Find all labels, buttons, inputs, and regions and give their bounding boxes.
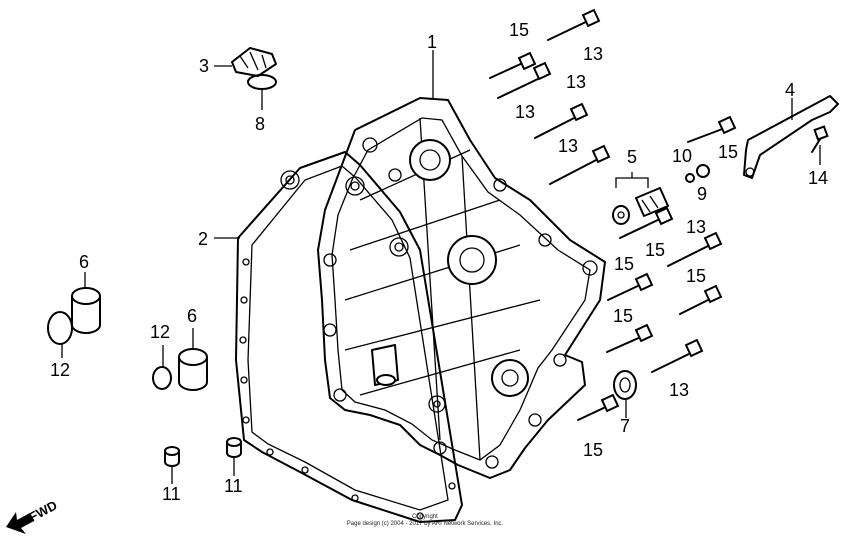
oil-switch [612,187,669,225]
callout-15d: 15 [614,254,634,274]
callout-13d: 13 [558,136,578,156]
callout-12a: 12 [50,360,70,380]
lifter-arm [743,95,839,179]
callout-15f: 15 [613,306,633,326]
crankcase-cover [317,97,606,479]
callout-15c: 15 [645,240,665,260]
callout-15b: 15 [718,142,738,162]
callout-1: 1 [427,32,437,52]
o-ring-right [152,366,172,390]
callouts: 1 2 3 4 5 6 6 7 8 9 10 11 11 12 12 13 13… [50,20,828,504]
collar-left [164,446,180,467]
callout-11b: 11 [224,476,243,496]
callout-6b: 6 [187,306,197,326]
callout-7: 7 [620,416,630,436]
filler-cap [231,47,277,77]
callout-10: 10 [672,146,692,166]
callout-11a: 11 [162,484,181,504]
callout-13c: 13 [515,102,535,122]
copyright-line-2: Page design (c) 2004 - 2017 by ARI Netwo… [346,521,504,527]
dowel-pin-left [71,287,101,334]
callout-4: 4 [785,80,795,100]
callout-8: 8 [255,114,265,134]
callout-5: 5 [627,147,637,167]
callout-9: 9 [697,184,707,204]
callout-14: 14 [808,168,828,188]
collar-right [226,437,242,458]
callout-2: 2 [198,229,208,249]
oil-seal [613,370,637,400]
callout-15g: 15 [583,440,603,460]
lifter-bolt [811,125,829,153]
callout-12b: 12 [150,322,170,342]
o-ring-8 [247,74,277,90]
callout-13b: 13 [566,72,586,92]
callout-13a: 13 [583,44,603,64]
callout-3: 3 [199,56,209,76]
washer-10 [685,173,695,183]
leader-lines [61,50,821,484]
callout-6a: 6 [79,252,89,272]
copyright: Copyright Page design (c) 2004 - 2017 by… [0,514,850,528]
o-ring-left [47,311,73,345]
callout-13e: 13 [686,217,706,237]
washer-9 [696,164,710,178]
callout-15e: 15 [686,266,706,286]
callout-15a: 15 [509,20,529,40]
callout-13f: 13 [669,380,689,400]
gasket [235,151,463,523]
copyright-line-1: Copyright [412,514,438,520]
dowel-pin-right [178,348,208,391]
bolts [489,8,737,421]
